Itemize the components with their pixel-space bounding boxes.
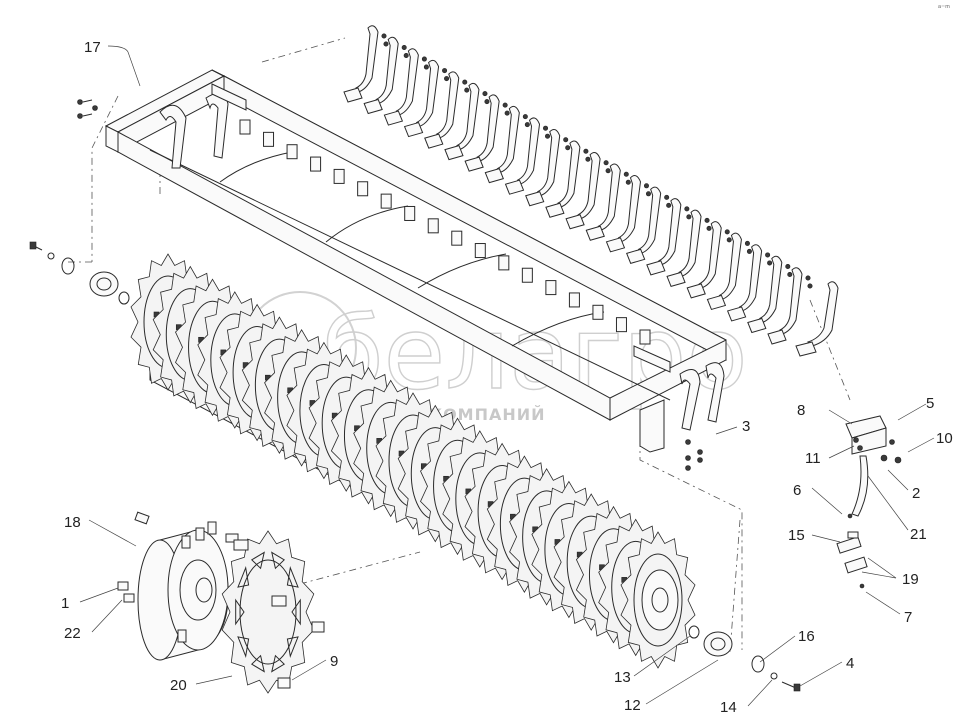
toothed-disc-inner bbox=[239, 559, 297, 665]
disc-tooth-cutout bbox=[250, 654, 265, 673]
bracket bbox=[404, 205, 416, 221]
tine-tip bbox=[795, 341, 817, 357]
disc-tooth-cutout bbox=[237, 636, 250, 659]
spring-tine bbox=[747, 255, 793, 334]
bracket bbox=[545, 280, 557, 296]
bracket bbox=[568, 292, 580, 308]
bracket bbox=[263, 131, 275, 147]
disc-tooth-cutout bbox=[286, 565, 299, 588]
bracket bbox=[427, 218, 439, 234]
bracket bbox=[498, 255, 510, 271]
callout-21: 21 bbox=[910, 526, 927, 543]
assembly-lines bbox=[66, 37, 851, 653]
bracket bbox=[286, 144, 298, 160]
spring-tine bbox=[666, 209, 712, 287]
spring-tine bbox=[625, 186, 672, 264]
spring-tine bbox=[424, 71, 470, 149]
corner-mark: ᵃ⁻ᵐ bbox=[938, 3, 950, 12]
spring-tine bbox=[343, 25, 389, 103]
toothed-disc bbox=[221, 530, 315, 694]
spring-tine bbox=[383, 48, 429, 126]
hub-detail-exploded bbox=[117, 511, 325, 694]
bracket bbox=[451, 230, 463, 246]
spring-tine bbox=[686, 221, 732, 299]
callout-2: 2 bbox=[912, 485, 920, 502]
callout-7: 7 bbox=[904, 609, 912, 626]
disc-tooth-cutout bbox=[271, 654, 286, 673]
spring-tine bbox=[767, 267, 813, 345]
callout-15: 15 bbox=[788, 527, 805, 544]
disc-tooth-cutout bbox=[237, 565, 250, 588]
bracket bbox=[592, 304, 604, 320]
tine-mount-detail bbox=[836, 415, 902, 589]
bracket bbox=[333, 168, 345, 184]
callout-11: 11 bbox=[805, 450, 821, 467]
callout-20: 20 bbox=[170, 677, 187, 694]
leader-lines bbox=[79, 45, 935, 707]
callout-16: 16 bbox=[798, 628, 815, 645]
callout-13: 13 bbox=[614, 669, 631, 686]
disc-tooth-cutout bbox=[291, 598, 301, 626]
frame-hardware bbox=[77, 99, 703, 471]
spring-tine bbox=[403, 59, 450, 138]
disc-tooth-cutout bbox=[250, 551, 265, 570]
callout-5: 5 bbox=[926, 395, 934, 412]
roller-axle bbox=[651, 587, 669, 613]
callout-18: 18 bbox=[64, 514, 81, 531]
bracket bbox=[239, 119, 251, 135]
roller-end-hub bbox=[641, 569, 679, 631]
callout-6: 6 bbox=[793, 482, 801, 499]
spring-tine bbox=[525, 128, 571, 207]
spring-tine bbox=[706, 232, 752, 311]
callout-10: 10 bbox=[936, 430, 953, 447]
spring-tines-row bbox=[343, 25, 839, 357]
callout-1: 1 bbox=[61, 595, 69, 612]
spring-tine bbox=[545, 140, 591, 218]
callout-12: 12 bbox=[624, 697, 641, 714]
callout-19: 19 bbox=[902, 571, 919, 588]
spring-tine bbox=[464, 94, 510, 172]
spring-tine bbox=[646, 198, 692, 276]
callout-22: 22 bbox=[64, 625, 81, 642]
bracket bbox=[615, 317, 627, 333]
spiked-roller bbox=[130, 253, 696, 669]
callout-17: 17 bbox=[84, 39, 101, 56]
callout-8: 8 bbox=[797, 402, 805, 419]
bracket bbox=[380, 193, 392, 209]
callout-9: 9 bbox=[330, 653, 338, 670]
spring-tine bbox=[605, 175, 651, 253]
bracket bbox=[357, 181, 369, 197]
disc-tooth-cutout bbox=[286, 636, 299, 659]
bracket bbox=[639, 329, 651, 345]
spring-tine bbox=[444, 82, 490, 161]
disc-tooth-cutout bbox=[235, 598, 245, 626]
spring-tine bbox=[807, 281, 839, 347]
spring-tine bbox=[504, 117, 551, 195]
spring-tine bbox=[565, 152, 611, 230]
bracket bbox=[521, 267, 533, 283]
callout-labels: 17 3 8 5 10 11 2 6 21 15 19 7 18 1 22 20… bbox=[61, 39, 953, 716]
frame-assembly bbox=[104, 69, 727, 453]
bracket bbox=[474, 243, 486, 259]
spring-tine bbox=[484, 105, 530, 184]
roller-end-hardware-right bbox=[688, 625, 801, 692]
roller-end-hardware-left bbox=[29, 241, 130, 305]
callout-3: 3 bbox=[742, 418, 750, 435]
bracket bbox=[310, 156, 322, 172]
frame-brackets bbox=[239, 119, 651, 345]
spring-tine bbox=[585, 163, 631, 241]
callout-4: 4 bbox=[846, 655, 854, 672]
spring-tine bbox=[363, 36, 409, 115]
spring-tine bbox=[726, 244, 773, 322]
callout-14: 14 bbox=[720, 699, 737, 716]
disc-tooth-cutout bbox=[271, 551, 286, 570]
